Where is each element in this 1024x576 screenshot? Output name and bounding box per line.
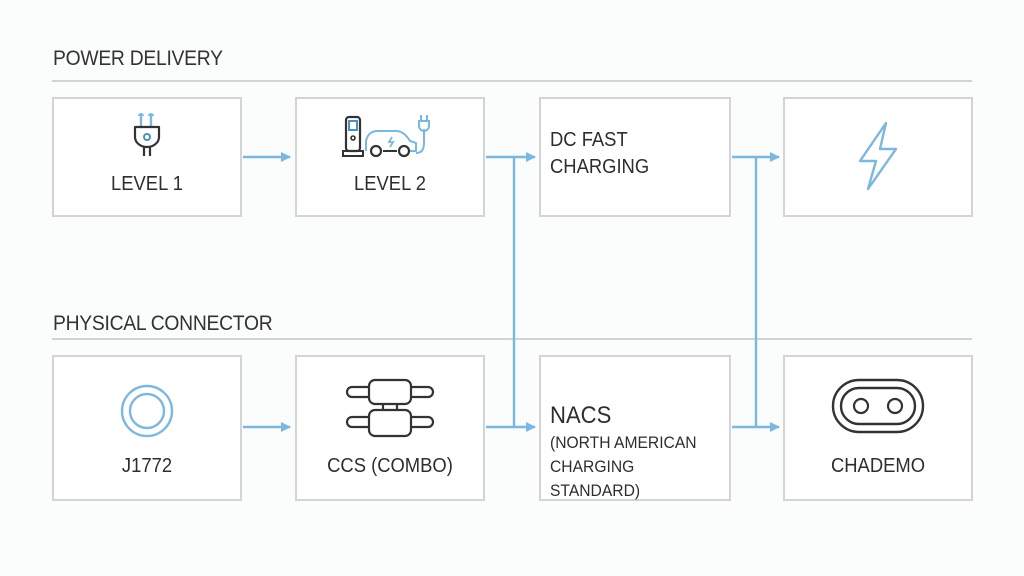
node-ccs-combo: CCS (COMBO) bbox=[295, 355, 485, 501]
ev-charger-car-icon bbox=[342, 115, 430, 158]
node-label-line: CHARGING bbox=[550, 156, 650, 178]
node-label: CHADEMO bbox=[830, 455, 926, 477]
chademo-connector-icon bbox=[831, 378, 925, 434]
section-divider bbox=[52, 338, 972, 340]
section-title-power-delivery: POWER DELIVERY bbox=[53, 47, 223, 70]
lightning-bolt-icon bbox=[858, 121, 898, 191]
section-title-physical-connector: PHYSICAL CONNECTOR bbox=[53, 312, 273, 335]
plug-icon bbox=[133, 113, 161, 156]
node-level-2: LEVEL 2 bbox=[295, 97, 485, 217]
node-label: LEVEL 2 bbox=[354, 173, 426, 195]
node-label: J1772 bbox=[121, 455, 173, 477]
node-level-1: LEVEL 1 bbox=[52, 97, 242, 217]
node-subtitle-line: (NORTH AMERICAN bbox=[550, 433, 697, 452]
node-subtitle-line: CHARGING STANDARD) bbox=[550, 457, 641, 500]
node-lightning bbox=[783, 97, 973, 217]
node-chademo: CHADEMO bbox=[783, 355, 973, 501]
ring-connector-icon bbox=[120, 384, 174, 438]
node-label: CCS (COMBO) bbox=[327, 455, 453, 477]
node-dc-fast-charging: DC FAST CHARGING bbox=[539, 97, 731, 217]
node-j1772: J1772 bbox=[52, 355, 242, 501]
node-title: NACS bbox=[550, 402, 612, 429]
node-label: LEVEL 1 bbox=[111, 173, 183, 195]
node-label-line: DC FAST bbox=[550, 129, 628, 151]
node-nacs: NACS (NORTH AMERICAN CHARGING STANDARD) bbox=[539, 355, 731, 501]
section-divider bbox=[52, 80, 972, 82]
ccs-combo-connector-icon bbox=[345, 378, 435, 438]
